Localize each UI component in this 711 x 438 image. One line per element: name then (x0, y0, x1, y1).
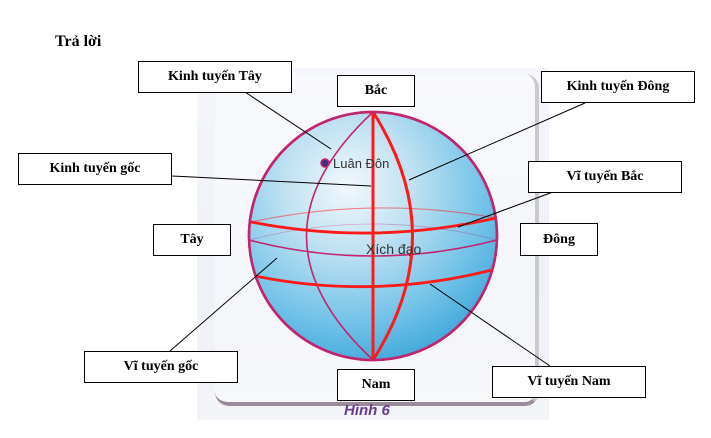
east-meridian-line (371, 112, 414, 360)
leader-lines (169, 91, 586, 367)
label-east-meridian: Kinh tuyến Đông (541, 71, 695, 103)
globe-grid (249, 112, 497, 360)
label-north-parallel: Vĩ tuyến Bắc (528, 161, 682, 193)
label-south-parallel: Vĩ tuyến Nam (492, 366, 646, 398)
label-west: Tây (153, 224, 231, 256)
label-east: Đông (520, 223, 598, 256)
london-marker (320, 158, 330, 168)
london-label: Luân Đôn (333, 156, 389, 171)
label-north: Bắc (337, 75, 415, 107)
label-equator-parallel: Vĩ tuyến gốc (84, 351, 238, 383)
label-west-meridian: Kinh tuyến Tây (138, 61, 292, 93)
equator-label: Xích đạo (366, 241, 421, 257)
label-south: Nam (337, 369, 415, 401)
label-prime-meridian: Kinh tuyến gốc (18, 153, 172, 185)
west-meridian-line (305, 112, 374, 360)
answer-heading: Trả lời (55, 33, 102, 50)
figure-caption: Hình 6 (344, 402, 390, 419)
